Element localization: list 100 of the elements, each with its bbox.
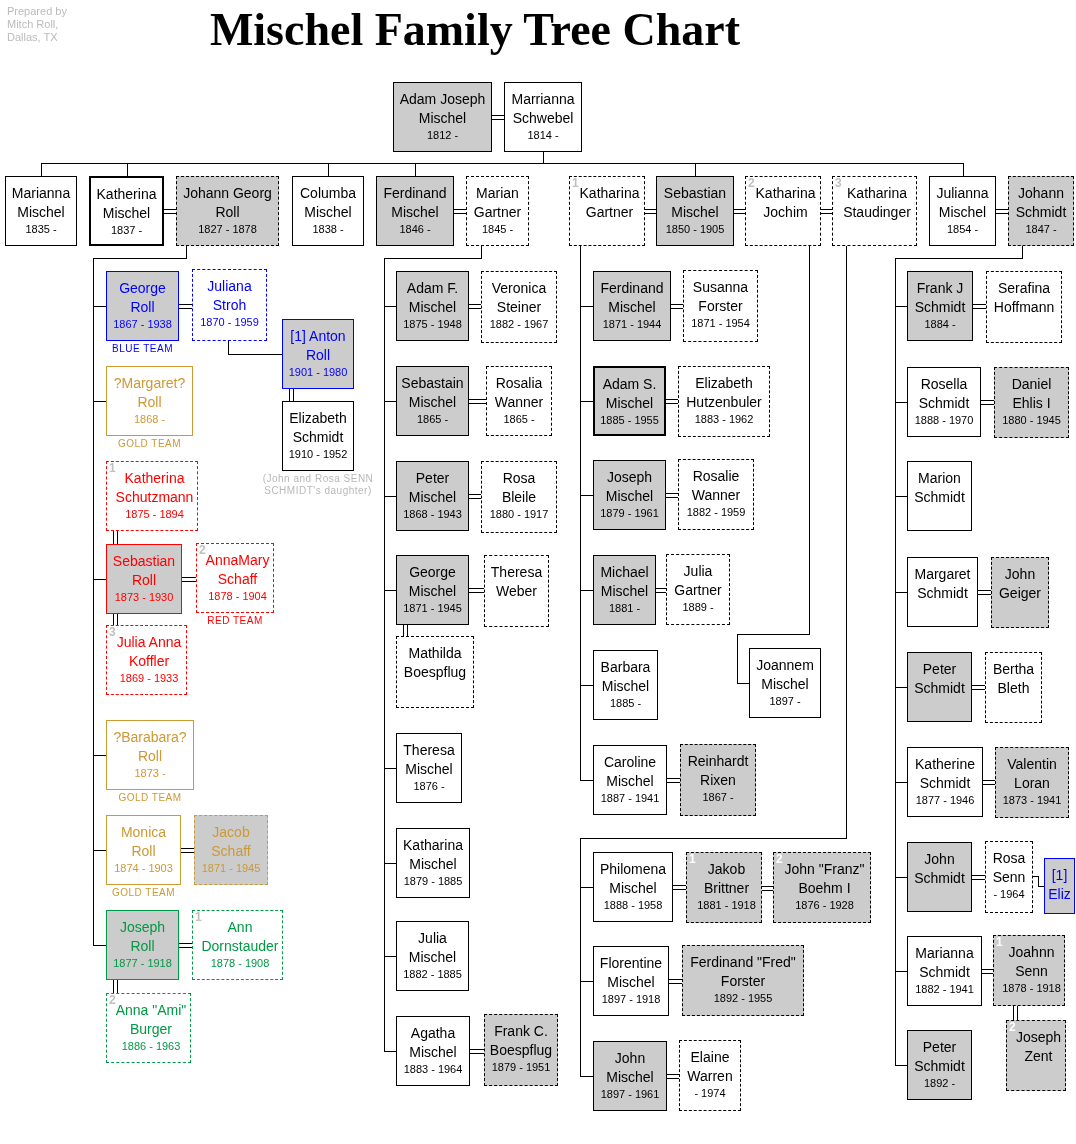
life-years: 1869 - 1933 [118, 671, 180, 686]
team-label: RED TEAM [206, 615, 264, 627]
person-name: Frank J Schmidt [913, 279, 967, 317]
marriage-line [972, 303, 987, 309]
person-name: Marianna Mischel [10, 184, 72, 222]
marriage-line [468, 493, 482, 499]
marriage-line [655, 587, 667, 593]
person-name: Theresa Weber [489, 563, 544, 601]
person-name: Katherina Mischel [95, 185, 158, 223]
marriage-order-number: 1 [572, 177, 579, 190]
person-box [106, 815, 181, 885]
life-years: 1897 - 1918 [600, 992, 662, 1007]
person-name: Ferdinand "Fred" Forster [689, 953, 797, 991]
person-name: Julia Gartner [673, 562, 723, 600]
person-name: Johann Schmidt [1014, 184, 1068, 222]
person-name: Marion Schmidt [913, 469, 966, 507]
person-name: [1] Eliz [1047, 866, 1072, 904]
person-box [680, 744, 756, 816]
person-name: Sebastian Mischel [662, 184, 728, 222]
person-box [106, 993, 191, 1063]
team-label: GOLD TEAM [117, 792, 183, 804]
life-years: 1885 - 1955 [599, 413, 660, 428]
person-name: Elaine Warren [686, 1048, 734, 1086]
marriage-line [178, 303, 193, 309]
marriage-line [971, 684, 986, 690]
person-box [106, 910, 179, 980]
person-box [991, 557, 1049, 628]
person-box [773, 852, 871, 923]
person-box [396, 555, 469, 625]
marriage-line [180, 847, 195, 853]
person-box [396, 271, 469, 341]
person-name: Margaret Schmidt [913, 565, 972, 603]
marriage-line [977, 589, 992, 595]
life-years: 1883 - 1962 [693, 412, 755, 427]
life-years: - 1974 [693, 1086, 727, 1101]
person-box [929, 176, 996, 246]
person-box [89, 176, 164, 246]
person-name: Elizabeth Hutzenbuler [685, 374, 763, 412]
person-name: John Mischel [605, 1049, 655, 1087]
person-box [745, 176, 821, 246]
person-name: Katharina Jochim [755, 184, 817, 222]
life-years: 1883 - 1964 [402, 1062, 464, 1077]
person-box [907, 842, 972, 912]
life-years: 1814 - [526, 128, 560, 143]
marriage-order-number: 2 [199, 544, 206, 557]
person-name: Joahnn Senn [1007, 943, 1056, 981]
marriage-line [469, 1048, 485, 1054]
marriage-line [181, 576, 197, 582]
marriage-line [665, 492, 679, 498]
person-box [1008, 176, 1074, 246]
person-name: John Schmidt [913, 850, 966, 888]
person-box [192, 269, 267, 341]
person-box [1006, 1020, 1066, 1091]
marriage-line [468, 303, 482, 309]
life-years: 1846 - [398, 222, 432, 237]
marriage-line [668, 978, 683, 984]
descent-line [1032, 875, 1045, 887]
person-name: Rosella Schmidt [917, 375, 971, 413]
person-box [5, 176, 77, 246]
person-box [481, 271, 557, 343]
person-name: Jacob Schaff [210, 823, 252, 861]
life-years: 1838 - [311, 222, 345, 237]
marriage-line [491, 114, 505, 120]
person-name: John Geiger [998, 565, 1042, 603]
person-box [593, 852, 673, 922]
life-years: 1897 - [768, 694, 802, 709]
marriage-order-number: 2 [748, 177, 755, 190]
person-box [832, 176, 917, 246]
descent-line [227, 340, 283, 355]
person-box [194, 815, 268, 885]
person-box [484, 555, 549, 627]
person-name: Mathilda Boespflug [402, 644, 468, 682]
person-name: ?Barabara? Roll [112, 728, 188, 766]
marriage-line [453, 208, 467, 214]
person-box [907, 747, 983, 817]
marriage-order-number: 1 [195, 911, 202, 924]
person-box [907, 936, 982, 1006]
person-name: ?Margaret? Roll [112, 374, 187, 412]
marriage-line [971, 874, 986, 880]
marriage-order-number: 3 [835, 177, 842, 190]
life-years: 1879 - 1961 [599, 506, 660, 521]
marriage-line [178, 942, 193, 948]
marriage-line [761, 885, 774, 891]
life-years: 1878 - 1918 [1001, 981, 1062, 996]
person-box [393, 82, 492, 152]
marriage-line [981, 968, 994, 974]
person-box [396, 733, 462, 803]
person-box [593, 1041, 667, 1111]
person-name: George Roll [118, 279, 167, 317]
person-box [192, 910, 283, 980]
person-box [376, 176, 454, 246]
person-name: Sebastain Mischel [400, 374, 465, 412]
person-name: Marrianna Schwebel [510, 90, 576, 128]
life-years: 1876 - 1928 [794, 898, 855, 913]
marriage-line [644, 208, 657, 214]
person-box [907, 367, 981, 437]
life-years: 1868 - [132, 412, 167, 427]
life-years: 1835 - [24, 222, 58, 237]
person-box [679, 1040, 741, 1111]
marriage-line [468, 398, 487, 404]
